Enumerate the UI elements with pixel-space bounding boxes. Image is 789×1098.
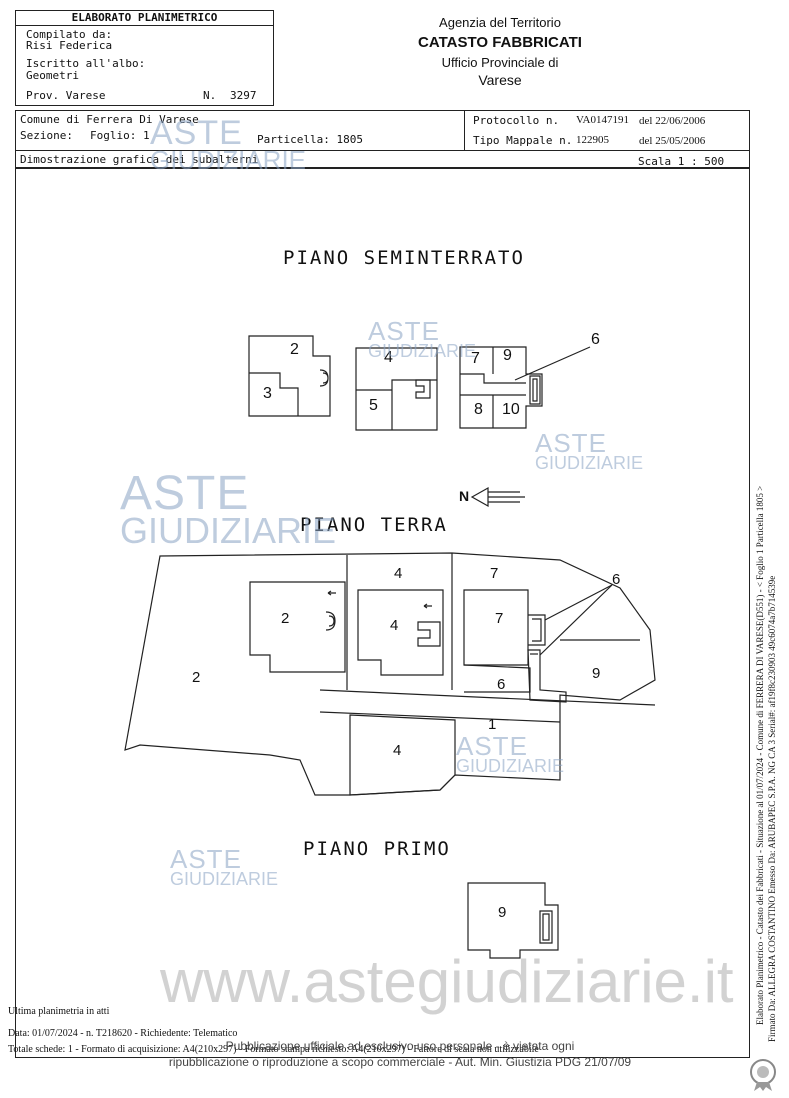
stair-4-icon [415, 379, 431, 399]
plan-terra-title: PIANO TERRA [300, 514, 448, 536]
label-terra-6-leader: 6 [612, 571, 621, 588]
footer-totale: Totale schede: 1 - Formato di acquisizio… [8, 1044, 539, 1055]
entry-arrow-4 [423, 603, 432, 609]
drawing-frame [15, 168, 750, 1058]
leader-6a [544, 584, 613, 621]
elaborato-title: ELABORATO PLANIMETRICO [16, 11, 273, 26]
side-text-2: Firmato Da: ALLEGRA COSTANTINO Emesso Da… [767, 575, 777, 1042]
compilato-label: Compilato da: [26, 28, 113, 41]
stair-t7-icon [528, 614, 546, 646]
label-sem-4: 4 [384, 349, 393, 366]
unit-7-10-partitions [460, 347, 526, 428]
watermark-site: www.astegiudiziarie.it [160, 948, 734, 1015]
unit-4-lower [349, 714, 456, 796]
label-sem-3: 3 [263, 385, 272, 402]
prov-label: Prov. Varese [26, 89, 106, 102]
label-terra-1: 1 [488, 716, 497, 733]
tipo-label: Tipo Mappale n. [473, 134, 573, 147]
ramp-6 [527, 649, 567, 703]
entry-arrow-2 [327, 590, 336, 596]
unit-3-partition [249, 372, 299, 416]
label-terra-2-bld: 2 [281, 610, 290, 627]
protocollo-value: VA0147191 [576, 114, 629, 126]
label-terra-4-top: 4 [394, 565, 403, 582]
compiler-box: ELABORATO PLANIMETRICO Compilato da: Ris… [15, 10, 274, 106]
iscritto-label: Iscritto all'albo: [26, 57, 146, 70]
unit-6 [463, 664, 531, 693]
footer-pub-1: Pubblicazione ufficiale ad esclusivo uso… [225, 1039, 575, 1053]
ufficio-label: Ufficio Provinciale di [441, 55, 559, 70]
protocollo-label: Protocollo n. [473, 114, 560, 127]
label-terra-6: 6 [497, 676, 506, 693]
label-sem-5: 5 [369, 397, 378, 414]
stair-t4-icon [417, 621, 441, 647]
building-7 [463, 589, 529, 666]
label-sem-8: 8 [474, 401, 483, 418]
compilato-name: Risi Federica [26, 39, 113, 52]
road-lower [319, 711, 561, 723]
label-sem-2: 2 [290, 341, 299, 358]
comune: Comune di Ferrera Di Varese [20, 113, 199, 126]
building-9-primo [467, 882, 559, 959]
plan-primo-title: PIANO PRIMO [303, 838, 451, 860]
tipo-date: del 25/05/2006 [639, 135, 706, 147]
plan-seminterrato-title: PIANO SEMINTERRATO [283, 247, 525, 269]
foglio: Foglio: 1 [90, 129, 150, 142]
stair-6-icon [529, 375, 541, 405]
side-text-1: Elaborato Planimetrico - Catasto dei Fab… [755, 485, 765, 1025]
stair-t2-icon [325, 611, 336, 631]
label-terra-4-low: 4 [393, 742, 402, 759]
building-2 [249, 581, 346, 673]
label-sem-7: 7 [471, 350, 480, 367]
agency-name: Agenzia del Territorio [439, 15, 561, 30]
stair-2-icon [319, 369, 329, 387]
tipo-value: 122905 [576, 134, 609, 146]
info-box: Comune di Ferrera Di Varese Sezione: Fog… [15, 110, 750, 168]
sezione: Sezione: [20, 129, 73, 142]
label-sem-6: 6 [591, 331, 600, 348]
unit-7-10-outline [459, 346, 543, 429]
footer-data: Data: 01/07/2024 - n. T218620 - Richiede… [8, 1028, 238, 1039]
north-label: N [459, 488, 470, 504]
particella: Particella: 1805 [257, 133, 363, 146]
label-terra-7-top: 7 [490, 565, 499, 582]
scala: Scala 1 : 500 [638, 155, 725, 168]
label-sem-9: 9 [503, 347, 512, 364]
unit-4-5-outline [355, 347, 438, 431]
lot-outline [124, 552, 656, 796]
label-sem-10: 10 [502, 401, 520, 418]
city-name: Varese [478, 72, 522, 88]
label-terra-4-bld: 4 [390, 617, 399, 634]
dimostrazione: Dimostrazione grafica dei subalterni [20, 153, 259, 166]
north-arrow-icon [470, 486, 525, 508]
unit-2-3-outline [248, 335, 331, 417]
footer-ultima: Ultima planimetria in atti [8, 1006, 110, 1017]
label-terra-7-bld: 7 [495, 610, 504, 627]
iscritto-value: Geometri [26, 69, 79, 82]
building-4 [357, 589, 444, 676]
footer-pub-2: ripubblicazione o riproduzione a scopo c… [168, 1055, 632, 1069]
road-upper [319, 689, 656, 706]
label-terra-9: 9 [592, 665, 601, 682]
label-primo-9: 9 [498, 904, 507, 921]
num-label: N. [203, 89, 217, 102]
catasto-title: CATASTO FABBRICATI [418, 34, 582, 51]
protocollo-date: del 22/06/2006 [639, 115, 706, 127]
stair-p9-icon [539, 910, 553, 944]
num-value: 3297 [230, 89, 257, 102]
label-terra-2-lot: 2 [192, 669, 201, 686]
leader-6b [539, 584, 613, 656]
leader-6-sem [514, 346, 591, 381]
seal-icon [750, 1059, 776, 1091]
